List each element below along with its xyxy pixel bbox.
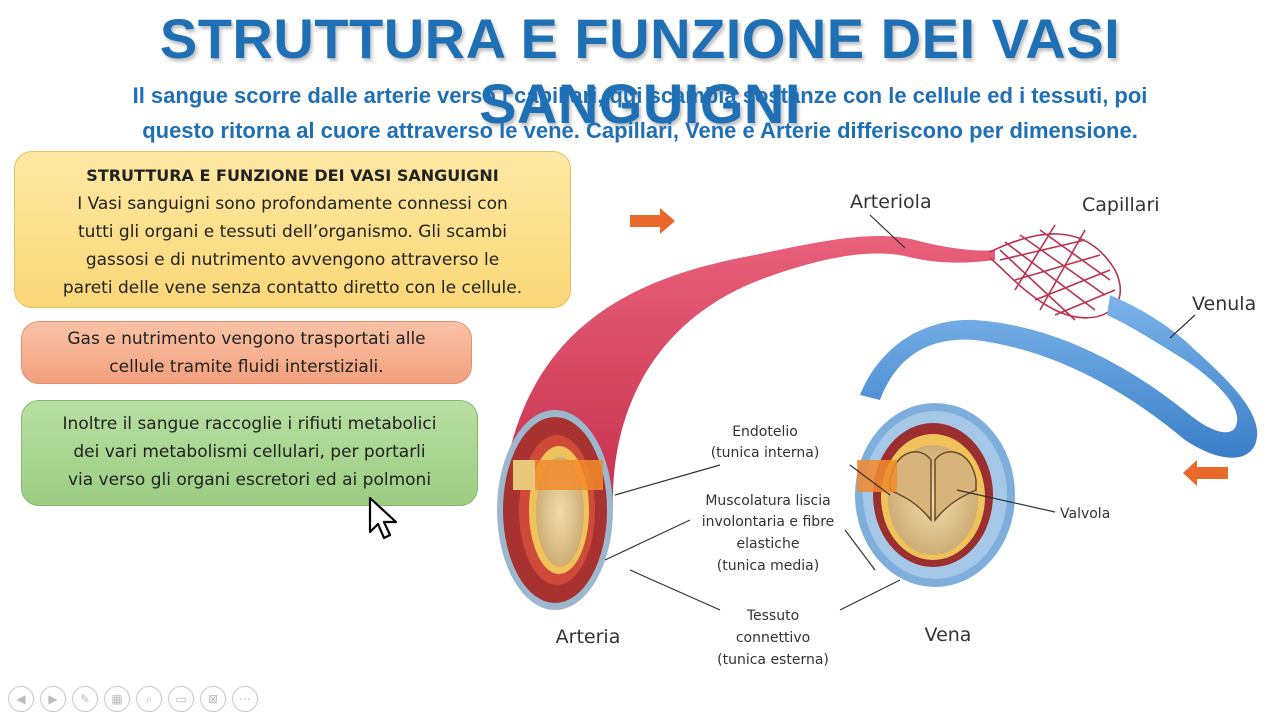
label-valvola: Valvola: [1060, 506, 1110, 522]
subtitles-icon[interactable]: ▭: [168, 686, 194, 712]
info-box-heading: STRUTTURA E FUNZIONE DEI VASI SANGUIGNI: [86, 166, 499, 185]
info-box-line: gassosi e di nutrimento avvengono attrav…: [85, 250, 500, 270]
label-capillari: Capillari: [1082, 194, 1160, 216]
subtitle-line: questo ritorna al cuore attraverso le ve…: [142, 118, 1138, 143]
artery-cross-section: [497, 410, 613, 610]
next-icon[interactable]: ▶: [40, 686, 66, 712]
screen-icon[interactable]: ⊠: [200, 686, 226, 712]
label-arteriola: Arteriola: [850, 191, 932, 213]
presentation-toolbar: ◀ ▶ ✎ ▦ ⌕ ▭ ⊠ ⋯: [8, 686, 258, 716]
slide-subtitle: Il sangue scorre dalle arterie verso i c…: [40, 78, 1240, 148]
subtitle-line: Il sangue scorre dalle arterie verso i c…: [132, 83, 1148, 108]
vein-tube: [860, 295, 1258, 458]
slide-title: STRUTTURA E FUNZIONE DEI VASI SANGUIGNI: [159, 7, 1121, 135]
info-box-line: via verso gli organi escretori ed ai pol…: [67, 470, 432, 490]
flow-arrow-out-icon: [1183, 460, 1228, 486]
label-tessuto-sub: (tunica esterna): [717, 652, 829, 668]
zoom-icon[interactable]: ⌕: [136, 686, 162, 712]
artery-tube: [500, 235, 995, 510]
previous-icon[interactable]: ◀: [8, 686, 34, 712]
info-box-line: Gas e nutrimento vengono trasportati all…: [67, 329, 426, 349]
capillary-network: [989, 224, 1122, 321]
flow-arrow-in-icon: [630, 208, 675, 234]
mouse-cursor-icon: [368, 496, 398, 540]
more-icon[interactable]: ⋯: [232, 686, 258, 712]
label-muscolatura-sub: (tunica media): [717, 558, 819, 574]
label-tessuto: Tessuto: [746, 608, 799, 624]
label-vena: Vena: [925, 624, 972, 646]
info-box-line: tutti gli organi e tessuti dell’organism…: [78, 222, 507, 242]
info-box-waste: Inoltre il sangue raccoglie i rifiuti me…: [21, 400, 478, 506]
blood-vessel-diagram: Arteriola Capillari Venula Endotelio (tu…: [497, 191, 1258, 668]
info-box-line: Inoltre il sangue raccoglie i rifiuti me…: [62, 414, 437, 434]
label-endotelio-sub: (tunica interna): [711, 445, 820, 461]
label-muscolatura: involontaria e fibre: [702, 514, 835, 530]
label-endotelio: Endotelio: [732, 424, 798, 440]
vein-cross-section: [855, 403, 1015, 587]
label-tessuto: connettivo: [736, 630, 810, 646]
info-box-line: dei vari metabolismi cellulari, per port…: [73, 442, 426, 462]
info-box-structure: STRUTTURA E FUNZIONE DEI VASI SANGUIGNI …: [14, 151, 571, 308]
slides-icon[interactable]: ▦: [104, 686, 130, 712]
info-box-line: cellule tramite fluidi interstiziali.: [109, 357, 384, 377]
label-venula: Venula: [1192, 293, 1256, 315]
pen-icon[interactable]: ✎: [72, 686, 98, 712]
info-box-line: pareti delle vene senza contatto diretto…: [62, 278, 523, 298]
label-muscolatura: elastiche: [737, 536, 800, 552]
label-arteria: Arteria: [556, 626, 621, 648]
label-muscolatura: Muscolatura liscia: [705, 493, 830, 509]
info-box-transport: Gas e nutrimento vengono trasportati all…: [21, 321, 472, 384]
info-box-line: I Vasi sanguigni sono profondamente conn…: [77, 194, 508, 214]
